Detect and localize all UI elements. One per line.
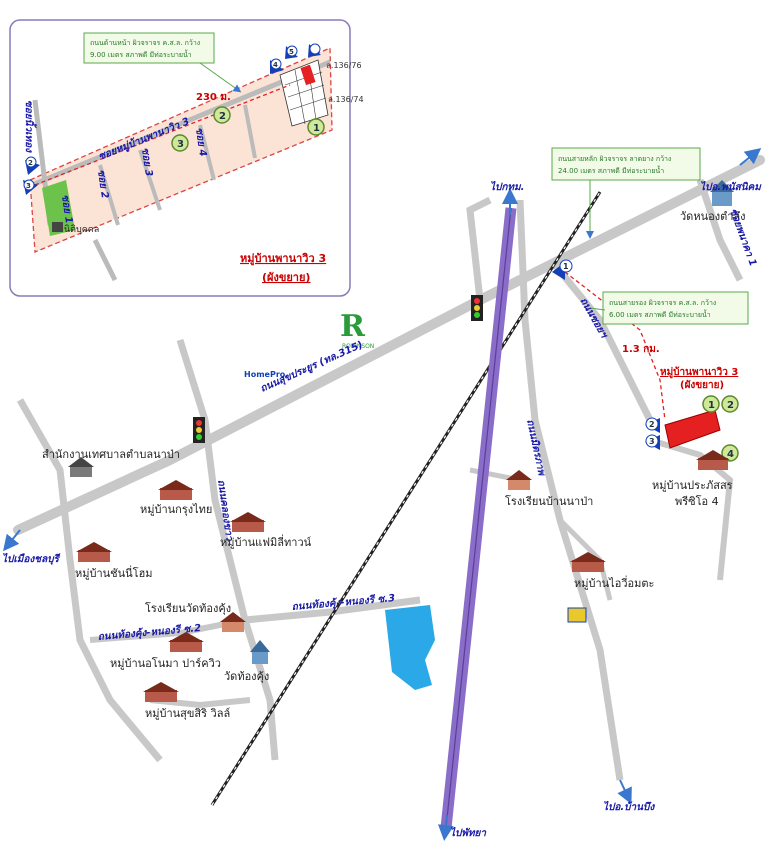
main-marker-num: 3 xyxy=(649,437,655,446)
label-prasas-1: หมู่บ้านประภัสสร xyxy=(652,479,733,492)
homepro-logo: HomePro xyxy=(244,370,286,379)
marker-circle xyxy=(171,134,189,152)
label-school-wat: โรงเรียนวัดท้องคุ้ง xyxy=(145,601,231,615)
road-secondary xyxy=(552,262,654,422)
label-school-napa: โรงเรียนบ้านนาป่า xyxy=(505,494,593,508)
house-icon xyxy=(696,450,730,470)
marker-circle xyxy=(721,444,739,462)
house-icon xyxy=(168,632,204,652)
road-nongtamlueng xyxy=(696,178,744,282)
road-left-vertical xyxy=(16,398,163,763)
road-khlong-khao xyxy=(176,338,279,761)
inset-soi-1: ซอย 1 xyxy=(59,194,74,224)
label-to-phanat: ไปอ.พนัสนิคม xyxy=(700,180,762,193)
label-project-title: หมู่บ้านพานาวิว 3 xyxy=(660,366,738,379)
inset-subtitle: (ผังขยาย) xyxy=(262,271,310,284)
marker-circle xyxy=(721,395,739,413)
main-marker-num: 2 xyxy=(649,420,655,429)
inset-note-box xyxy=(83,32,215,64)
pump-icon xyxy=(567,607,587,623)
road-mittraphap-side xyxy=(516,199,624,781)
note-main-road-line-1: ถนนสายหลัก ผิวจราจร ลาดยาง กว้าง xyxy=(558,155,671,163)
house-icon xyxy=(570,552,606,572)
label-project-sub: (ผังขยาย) xyxy=(680,379,724,391)
label-iomta: หมู่บ้านไอวี่อมตะ xyxy=(574,575,654,590)
label-prasas-2: พรีซิโอ 4 xyxy=(675,494,719,508)
robinson-logo: R xyxy=(340,309,366,344)
inset-marker-num: 2 xyxy=(28,159,33,167)
label-wat-nong: วัดหนองตำลึง xyxy=(680,210,746,223)
office-icon xyxy=(68,457,94,477)
main-marker-num: 1 xyxy=(563,262,569,271)
inset-marker-num: 2 xyxy=(219,111,226,122)
inset-soi-2: ซอย 2 xyxy=(95,169,110,199)
marker-circle xyxy=(213,106,231,124)
project-plot xyxy=(664,409,721,449)
label-distance-main: 1.3 กม. xyxy=(622,344,660,355)
label-chanee: หมู่บ้านชันนี่โฮม xyxy=(75,565,153,580)
label-to-pattaya: ไปพัทยา xyxy=(450,826,487,839)
label-office: สำนักงานเทศบาลตำบลนาป่า xyxy=(42,448,180,461)
arrow-to-banbueng xyxy=(617,779,632,805)
inset-marker-num: 4 xyxy=(273,61,278,69)
inset-plot-b: ล.136/74 xyxy=(328,95,364,104)
marker-circle xyxy=(702,395,720,413)
robinson-label: ROBINSON xyxy=(342,343,374,350)
inset-marker-num: 5 xyxy=(289,48,294,56)
juristic-icon xyxy=(52,222,63,232)
inset-marker-num: 3 xyxy=(26,182,31,190)
main-marker-num: 4 xyxy=(727,449,734,460)
note-secondary-road-line-1: ถนนสายรอง ผิวจราจร ค.ส.ล. กว้าง xyxy=(609,299,716,307)
inset-soi-4: ซอย 4 xyxy=(193,127,208,157)
temple-icon xyxy=(710,180,734,206)
arrow-to-pattaya xyxy=(437,814,454,841)
inset-distance: 230 ม. xyxy=(196,92,231,103)
water-pond xyxy=(385,605,435,690)
arrow-to-chonburi xyxy=(3,529,21,552)
label-suksiri: หมู่บ้านสุขสิริ วิลล์ xyxy=(145,707,230,720)
label-onama: หมู่บ้านอโนมา ปาร์ควิว xyxy=(110,656,221,670)
inset-plot-a: ล.136/76 xyxy=(326,61,362,70)
inset-soi-3: ซอย 3 xyxy=(139,147,154,177)
label-to-chonburi: ไปเมืองชลบุรี xyxy=(2,552,61,565)
route-to-project xyxy=(564,271,666,421)
inset-note-line-1: ถนนด้านหน้า ผิวจราจร ค.ส.ล. กว้าง xyxy=(90,39,200,47)
house-icon xyxy=(158,480,194,500)
house-icon xyxy=(76,542,112,562)
school-icon xyxy=(220,612,246,632)
inset-road-left: ซอยนิ้วเทอง xyxy=(23,100,37,153)
note-secondary-road-line-2: 6.00 เมตร สภาพดี มีท่อระบายน้ำ xyxy=(609,308,711,319)
label-krungthai: หมู่บ้านกรุงไทย xyxy=(140,503,212,516)
main-marker-num: 1 xyxy=(708,400,715,411)
inset-title: หมู่บ้านพานาวิว 3 xyxy=(240,252,326,266)
inset-marker-num: 3 xyxy=(177,139,184,150)
road-tongkung-3 xyxy=(244,596,421,624)
arrow-to-phanat xyxy=(739,148,762,166)
marker-circle xyxy=(307,118,325,136)
house-icon xyxy=(143,682,179,702)
inset-distance-line xyxy=(34,84,291,186)
marker-circle xyxy=(559,259,573,273)
note-box-secondary-road xyxy=(602,291,749,325)
label-family: หมู่บ้านแฟมิลี่ทาวน์ xyxy=(220,534,312,549)
label-wat-tongkung: วัดท้องคุ้ง xyxy=(224,670,269,683)
inset-note-line-2: 9.00 เมตร สภาพดี มีท่อระบายน้ำ xyxy=(90,48,192,59)
road-right-upper xyxy=(466,196,492,301)
traffic-light-icon xyxy=(471,295,483,321)
house-icon xyxy=(230,512,266,532)
label-to-banbueng: ไปอ.บ้านบึง xyxy=(603,800,655,813)
main-marker-num: 2 xyxy=(727,400,734,411)
note-main-road-line-2: 24.00 เมตร สภาพดี มีท่อระบายน้ำ xyxy=(558,164,664,175)
traffic-light-icon xyxy=(193,417,205,443)
road-sukha xyxy=(13,155,765,535)
inset-plot-grid xyxy=(279,59,329,127)
inset-marker-num: 1 xyxy=(313,123,320,134)
note-box-main-road xyxy=(551,147,701,181)
temple-icon xyxy=(250,640,270,664)
school-icon xyxy=(506,470,532,490)
label-to-bangkok: ไปกทม. xyxy=(490,180,524,193)
inset-green-area xyxy=(42,180,75,236)
inset-juristic: นิติบุคคล xyxy=(64,224,99,235)
